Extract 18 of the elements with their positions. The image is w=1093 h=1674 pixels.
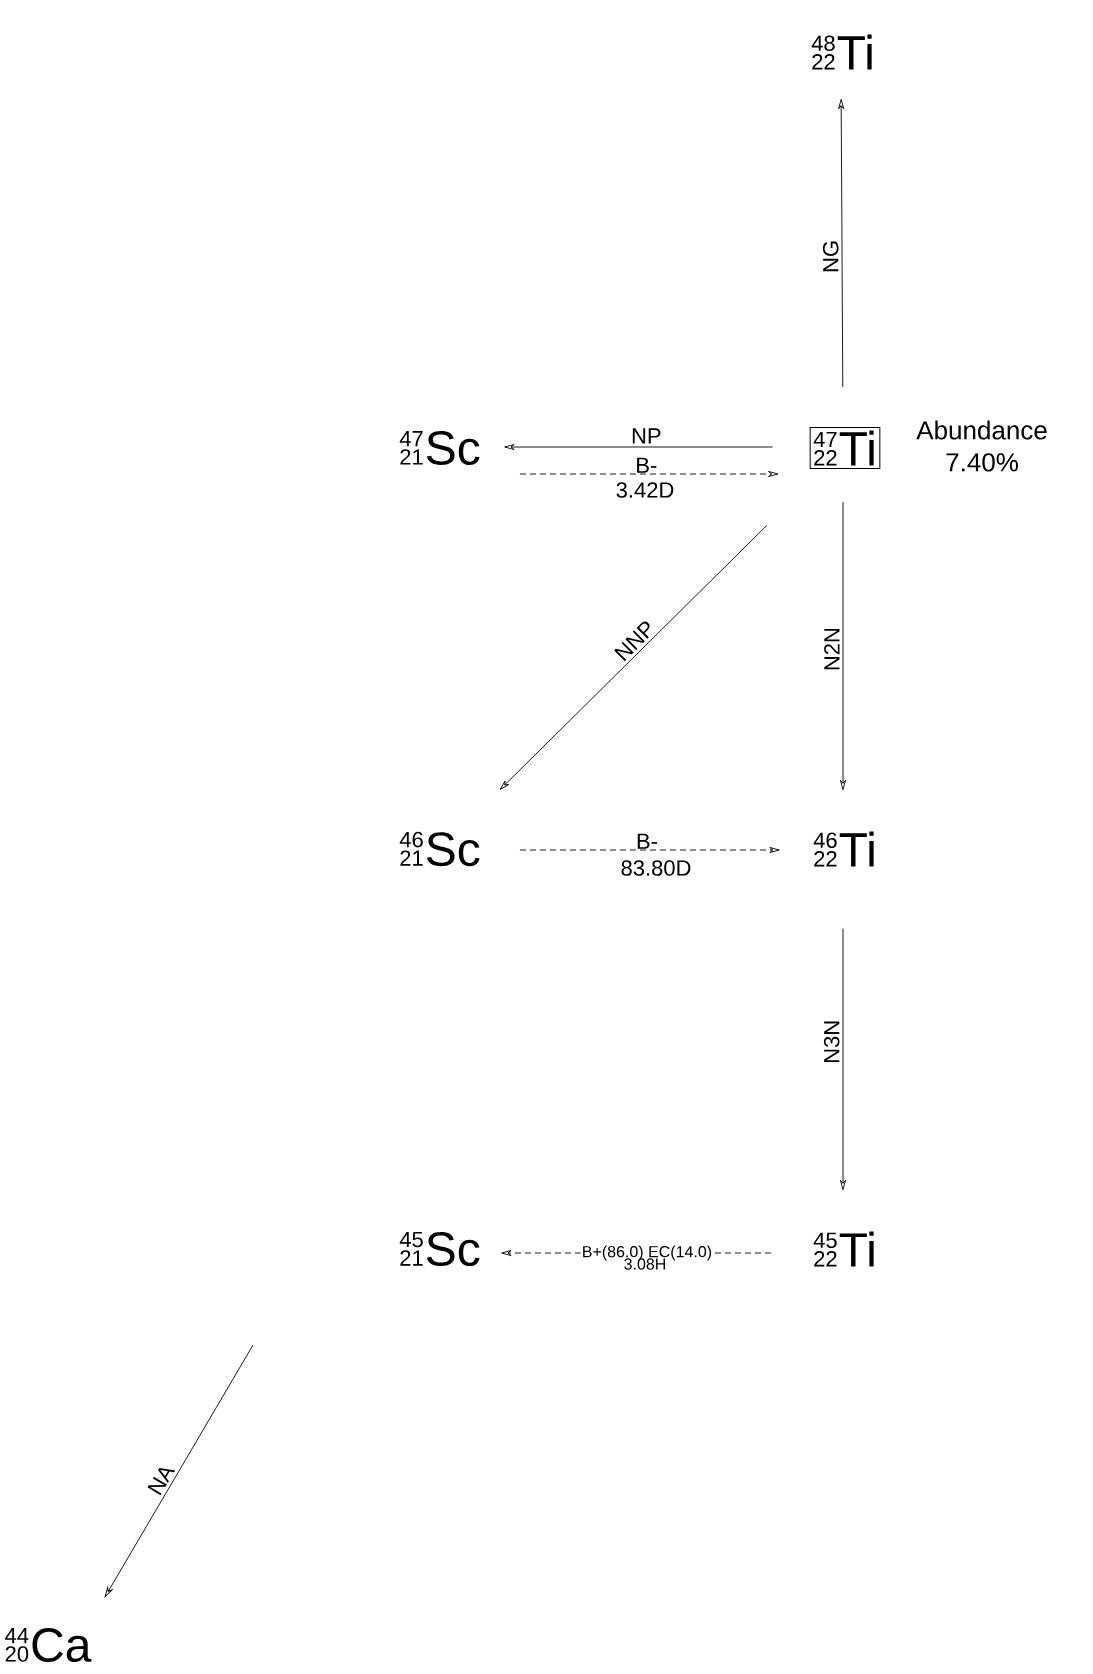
arrow [499, 524, 768, 790]
arrow [519, 847, 780, 853]
arrow [838, 98, 845, 388]
edge-label: NG [822, 241, 839, 272]
half-life-label: 3.42D [616, 482, 674, 498]
arrow [840, 928, 846, 1191]
edge-label: N3N [823, 1021, 840, 1062]
arrow [840, 501, 846, 791]
edge-label: N2N [824, 628, 840, 670]
arrow [519, 471, 779, 477]
edge-label: B- [637, 457, 657, 473]
arrow [504, 444, 774, 450]
edge-label: NP [632, 428, 661, 444]
edge-label: NA [147, 1467, 176, 1496]
arrow [104, 1344, 254, 1598]
abundance-note: Abundance 7.40% [916, 420, 1047, 472]
half-life-label: 83.80D [621, 860, 691, 876]
edge-label: B- [637, 833, 657, 849]
